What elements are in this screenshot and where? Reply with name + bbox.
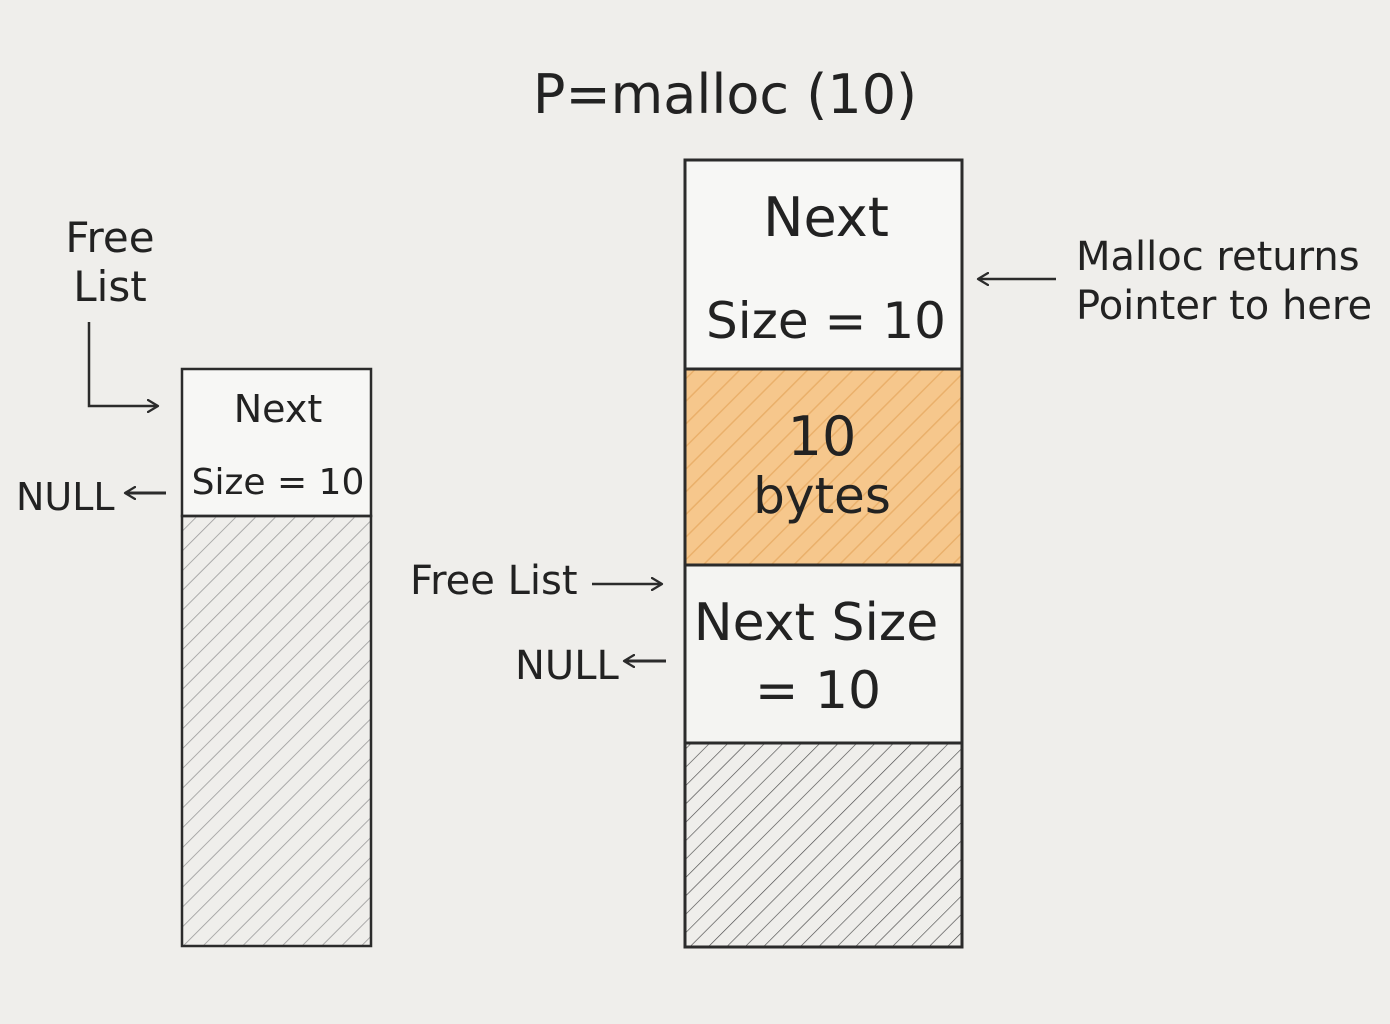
left-free-space xyxy=(180,514,373,948)
diagram-title: P=malloc (10) xyxy=(533,63,917,126)
right-free-header-line2: = 10 xyxy=(755,661,881,721)
right-header-size: Size = 10 xyxy=(706,292,946,350)
right-header-next: Next xyxy=(763,186,889,249)
right-free-space xyxy=(683,741,964,949)
left-header-next: Next xyxy=(234,387,323,431)
right-null-pointer: NULL xyxy=(515,643,666,689)
right-null-label: NULL xyxy=(515,643,619,689)
right-allocated-unit: bytes xyxy=(753,467,891,525)
malloc-return-note: Malloc returns Pointer to here xyxy=(978,234,1372,329)
left-free-list-label-line2: List xyxy=(73,262,146,311)
left-null-pointer: NULL xyxy=(16,475,166,519)
left-header-size: Size = 10 xyxy=(192,462,365,503)
right-allocated-header-cell xyxy=(683,158,964,371)
right-free-list-label: Free List xyxy=(410,558,578,604)
malloc-return-line1: Malloc returns xyxy=(1076,234,1360,280)
left-header-cell xyxy=(180,367,373,518)
left-memory-block: Next Size = 10 xyxy=(180,367,373,948)
left-free-list-label-line1: Free xyxy=(65,213,154,262)
malloc-return-line2: Pointer to here xyxy=(1076,283,1372,329)
right-free-header-line1: Next Size xyxy=(694,593,938,653)
left-null-label: NULL xyxy=(16,475,115,519)
right-allocated-size: 10 xyxy=(788,405,857,468)
right-free-header-cell xyxy=(683,563,964,745)
right-memory-block: Next Size = 10 10 bytes Next Size = 10 xyxy=(683,158,964,949)
left-free-list-arrow xyxy=(87,322,158,406)
right-free-list-pointer: Free List xyxy=(410,558,662,604)
left-free-list-pointer: Free List xyxy=(65,213,158,406)
